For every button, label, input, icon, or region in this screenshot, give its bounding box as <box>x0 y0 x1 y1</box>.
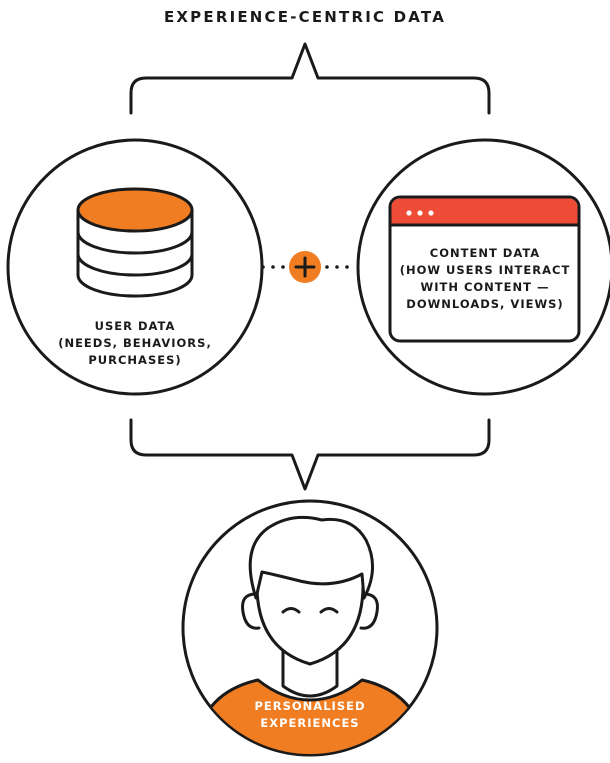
content-data-label-line: (HOW USERS INTERACT <box>399 263 571 277</box>
window-dot <box>417 210 423 216</box>
diagram-title: EXPERIENCE-CENTRIC DATA <box>163 8 447 26</box>
content-data-label-line: DOWNLOADS, VIEWS) <box>406 297 564 311</box>
window-dot <box>428 210 434 216</box>
dotted-connector-left <box>261 265 285 269</box>
bottom-brace <box>129 418 491 491</box>
user-data-label-line: (NEEDS, BEHAVIORS, <box>58 336 212 350</box>
dotted-connector-right <box>325 265 349 269</box>
result-label-line: EXPERIENCES <box>260 716 360 730</box>
content-data-label-line: WITH CONTENT — <box>420 280 550 294</box>
result-label-line: PERSONALISED <box>254 699 366 713</box>
person-icon <box>192 515 428 754</box>
user-data-label-line: PURCHASES) <box>88 353 182 367</box>
browser-window-icon <box>388 195 581 343</box>
database-icon <box>76 187 194 298</box>
user-data-label-line: USER DATA <box>94 319 176 333</box>
window-dot <box>406 210 412 216</box>
user-data-label: USER DATA (NEEDS, BEHAVIORS, PURCHASES) <box>35 318 235 369</box>
content-data-label: CONTENT DATA (HOW USERS INTERACT WITH CO… <box>385 245 585 313</box>
content-data-label-line: CONTENT DATA <box>429 246 541 260</box>
plus-icon <box>289 251 321 283</box>
result-label: PERSONALISED EXPERIENCES <box>210 698 410 732</box>
top-brace <box>129 42 491 115</box>
